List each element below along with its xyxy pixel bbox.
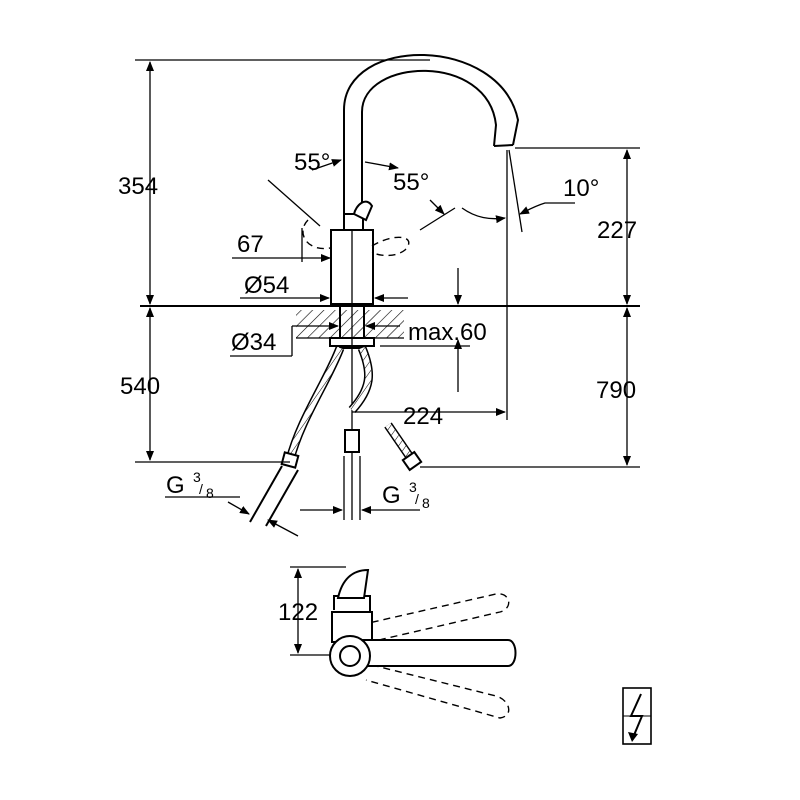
lever-position-left <box>302 219 331 250</box>
spout-inner-edge <box>361 69 498 215</box>
label-swivel-right: 55° <box>393 169 429 196</box>
top-spout <box>349 639 517 667</box>
svg-text:/: / <box>199 481 203 497</box>
label-790: 790 <box>596 377 636 404</box>
svg-text:/: / <box>415 491 419 507</box>
faucet-top-view <box>290 566 517 719</box>
label-540: 540 <box>120 373 160 400</box>
lever-position-right <box>371 236 410 257</box>
spout-position-up <box>359 593 510 644</box>
svg-text:3: 3 <box>409 479 417 495</box>
svg-text:G: G <box>166 472 185 499</box>
countertop-hatch <box>296 310 404 338</box>
label-67: 67 <box>237 231 264 258</box>
top-body-inner <box>339 645 361 667</box>
thread-label-left: G 3 / 8 <box>166 469 214 501</box>
svg-text:8: 8 <box>422 495 430 511</box>
label-d34: Ø34 <box>231 329 276 356</box>
dimension-labels: 354 55° 55° 10° 227 67 Ø54 Ø34 max.60 54… <box>118 149 637 626</box>
label-224: 224 <box>403 403 443 430</box>
label-max60: max.60 <box>408 319 487 346</box>
lightning-bolt-icon <box>622 687 652 745</box>
lever-handle <box>352 200 374 222</box>
hose-right <box>385 423 415 462</box>
thread-label-right: G 3 / 8 <box>382 479 430 511</box>
spout-position-down <box>359 661 510 719</box>
spout-outlet <box>493 144 514 147</box>
label-d54: Ø54 <box>244 272 289 299</box>
supply-pipe-left-b <box>265 469 299 527</box>
fitting-right <box>401 450 423 472</box>
label-tilt: 10° <box>563 175 599 202</box>
label-swivel-left: 55° <box>294 149 330 176</box>
dimension-lines <box>135 59 640 537</box>
fitting-center <box>344 429 360 453</box>
faucet-side-view <box>140 54 640 527</box>
label-354: 354 <box>118 173 158 200</box>
svg-text:3: 3 <box>193 469 201 485</box>
label-227: 227 <box>597 217 637 244</box>
supply-pipe-left-a <box>249 465 283 523</box>
top-lever-handle <box>336 568 370 599</box>
svg-text:G: G <box>382 482 401 509</box>
fitting-left <box>280 451 300 469</box>
hose-left <box>287 346 343 461</box>
spout-outer-edge <box>343 54 520 215</box>
svg-text:8: 8 <box>206 485 214 501</box>
hose-center <box>349 346 372 413</box>
